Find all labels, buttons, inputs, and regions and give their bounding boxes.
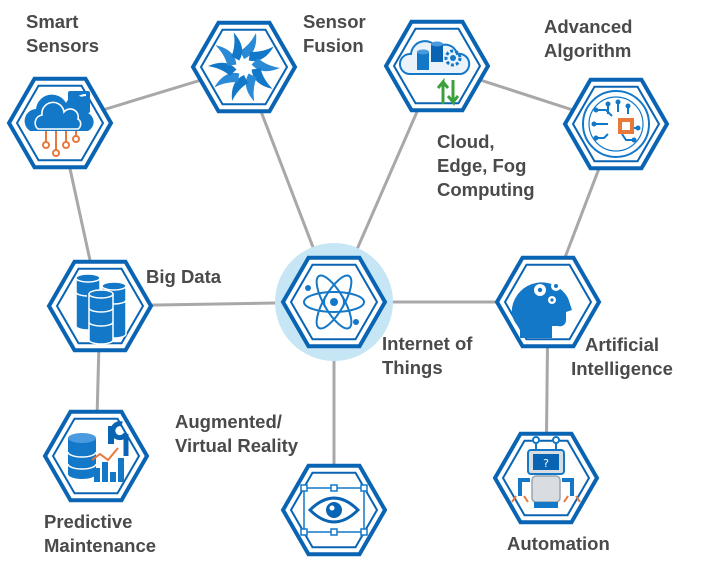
hex-inner-smart-sensors — [15, 84, 105, 162]
hex-inner-ai — [503, 263, 593, 341]
hex-inner-cloud-computing — [392, 27, 482, 105]
hex-advanced-algorithm — [562, 77, 670, 171]
swirl-blade — [251, 68, 273, 89]
label-sensor-fusion: Sensor Fusion — [303, 11, 366, 56]
database-tools-chart-icon — [67, 421, 129, 482]
label-ar-vr: Augmented/ Virtual Reality — [175, 411, 299, 456]
hex-inner-iot — [289, 263, 379, 341]
circuit-chip-icon — [582, 90, 650, 158]
hex-inner-predictive-maintenance — [51, 417, 141, 495]
label-ai: Artificial Intelligence — [571, 334, 673, 379]
label-smart-sensors: Smart Sensors — [26, 11, 100, 56]
swirl-blade — [248, 46, 274, 62]
robot-icon: ? — [511, 436, 581, 508]
database-stack-icon — [75, 273, 127, 345]
hex-inner-ar-vr — [289, 471, 379, 549]
hex-inner-automation — [501, 439, 591, 517]
atom-icon — [303, 274, 365, 330]
swirl-blade — [231, 32, 243, 61]
hex-inner-advanced-algorithm — [571, 85, 661, 163]
hex-inner-sensor-fusion — [199, 28, 289, 106]
label-automation: Automation — [507, 533, 610, 554]
swirl-blade — [251, 58, 281, 72]
swirl-fusion-icon — [207, 32, 281, 102]
label-predictive-maintenance: Predictive Maintenance — [44, 511, 157, 556]
cloud-circuit-icon — [24, 91, 94, 157]
eye-frame-icon — [300, 484, 368, 536]
label-iot: Internet of Things — [382, 333, 473, 378]
label-big-data: Big Data — [146, 266, 222, 287]
ai-head-gears-icon — [511, 281, 572, 338]
label-advanced-algorithm: Advanced Algorithm — [544, 16, 633, 61]
hex-sensor-fusion — [190, 20, 298, 114]
robot-screen-glyph: ? — [543, 457, 549, 470]
swirl-blade — [214, 72, 240, 88]
hex-inner-big-data — [55, 267, 145, 345]
swirl-blade — [245, 73, 257, 102]
label-cloud-computing: Cloud, Edge, Fog Computing — [437, 131, 535, 200]
cloud-database-sync-icon — [399, 40, 471, 107]
swirl-blade — [207, 62, 237, 76]
swirl-blade — [215, 45, 237, 66]
